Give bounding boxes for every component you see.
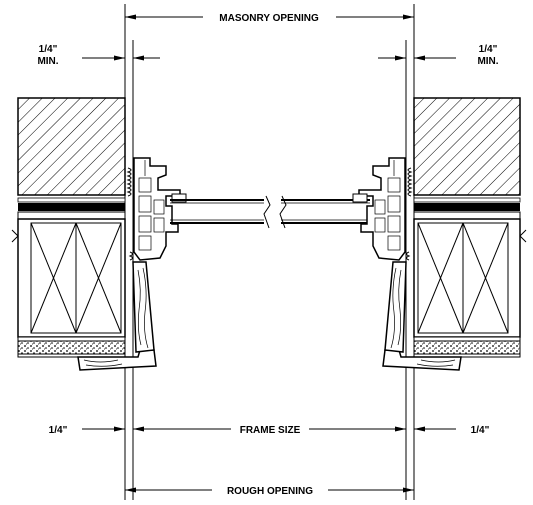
rough-opening-label: ROUGH OPENING [227, 486, 313, 497]
right-brick [413, 97, 521, 196]
right-gap-top-line1: 1/4" [479, 44, 498, 55]
right-gap-top-line2: MIN. [477, 56, 498, 67]
left-bottom-gap-dimension: 1/4" [49, 425, 125, 436]
right-min-gap-dimension: 1/4" MIN. [378, 44, 499, 67]
right-extension-jamb [384, 261, 407, 353]
right-stud-cavity [413, 218, 521, 338]
frame-size-label: FRAME SIZE [240, 425, 301, 436]
right-window-frame [352, 157, 406, 261]
right-wall-section [382, 97, 527, 371]
left-gap-top-line2: MIN. [37, 56, 58, 67]
right-bottom-gap-dimension: 1/4" [414, 425, 490, 436]
right-interior-finish [413, 340, 521, 355]
left-wall-section [11, 97, 157, 371]
frame-size-dimension: FRAME SIZE [133, 425, 406, 436]
left-interior-finish [17, 340, 126, 355]
glazing-unit [170, 195, 370, 229]
masonry-opening-dimension: MASONRY OPENING [125, 13, 414, 24]
left-brick [17, 97, 126, 196]
left-stud-cavity [17, 218, 126, 338]
right-gap-bottom-label: 1/4" [471, 425, 490, 436]
left-min-gap-dimension: 1/4" MIN. [37, 44, 160, 67]
left-window-frame [133, 157, 187, 261]
left-gap-top-line1: 1/4" [39, 44, 58, 55]
masonry-opening-label: MASONRY OPENING [219, 13, 319, 24]
left-extension-jamb [132, 261, 155, 353]
left-gap-bottom-label: 1/4" [49, 425, 68, 436]
rough-opening-dimension: ROUGH OPENING [125, 486, 414, 497]
